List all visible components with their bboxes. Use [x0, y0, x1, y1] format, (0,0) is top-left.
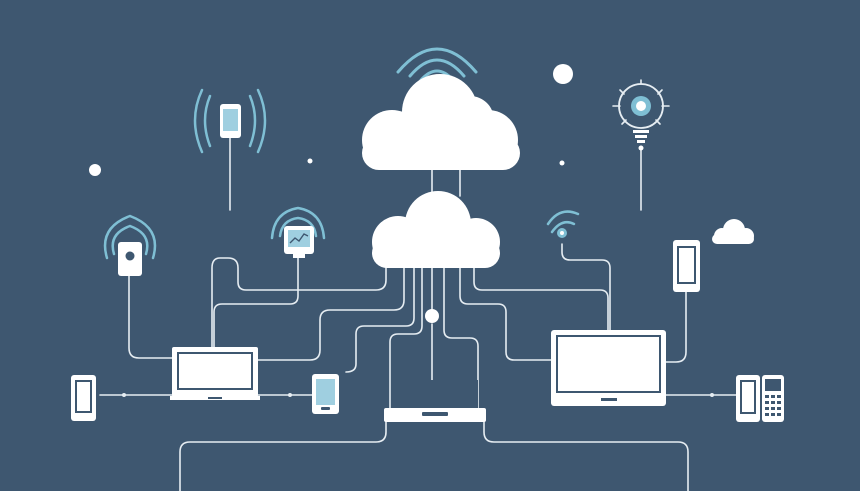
smartphone-icon: [736, 375, 760, 422]
light-bulb-icon: [612, 79, 670, 151]
junction-dot: [288, 393, 292, 397]
floating-dot: [89, 164, 101, 176]
cloud-icon: [712, 219, 754, 244]
bottom-left-frame-line: [179, 421, 387, 491]
watch-laptop-line: [213, 257, 299, 349]
feature-phone-icon: [762, 375, 784, 422]
smartwatch-icon: [284, 226, 314, 258]
sensor-monitor-line: [561, 243, 611, 331]
sensor-icon: [118, 242, 142, 276]
laptop-icon: [384, 380, 486, 422]
floating-dot: [307, 158, 313, 164]
phone-monitor-line: [665, 291, 687, 363]
sensor-laptop-line: [128, 275, 173, 359]
wifi-signal-icon: [103, 214, 157, 260]
monitor-icon: [551, 330, 666, 406]
junction-dot: [122, 393, 126, 397]
wifi-signal-icon: [193, 88, 267, 154]
cloud-mid-line: [257, 265, 405, 361]
smartphone-icon: [71, 375, 96, 421]
smartphone-icon: [220, 104, 241, 138]
decorative-dots: [89, 64, 573, 176]
cloud-tablet-line: [345, 265, 415, 373]
wifi-signal-icon: [546, 210, 580, 234]
bottom-right-frame-line: [483, 421, 689, 491]
smartphone-icon: [673, 240, 700, 292]
cloud-laptop-right-line: [443, 265, 479, 409]
cloud-icon: [372, 191, 500, 268]
cloud-left-laptop-line: [211, 257, 387, 349]
cloud-monitor-top-line: [473, 263, 609, 331]
tablet-icon: [312, 374, 339, 414]
laptop-icon: [170, 347, 260, 400]
floating-dot: [553, 64, 573, 84]
cloud-monitor-line: [459, 265, 553, 361]
cloud-laptop-left-line: [389, 265, 423, 409]
junction-dots: [122, 309, 714, 397]
cloud-icon: [362, 74, 520, 170]
hub-node-dot: [425, 309, 439, 323]
sensor-icon: [557, 228, 567, 238]
floating-dot: [559, 160, 565, 166]
junction-dot: [710, 393, 714, 397]
